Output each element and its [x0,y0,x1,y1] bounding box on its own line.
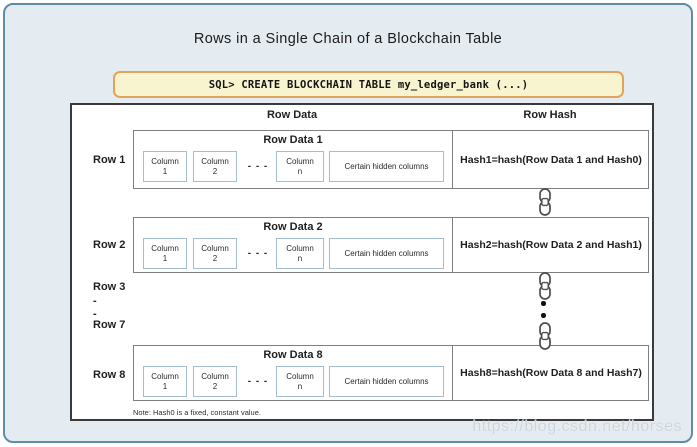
column-1-cell: Column 1 [143,151,187,182]
column-number: n [297,253,303,263]
columns-ellipsis: - - - [247,376,269,387]
chain-link-icon [536,272,554,300]
row-1-label: Row 1 [93,154,126,166]
row-data-header: Row Data [266,109,318,121]
collapsed-rows-dash: - [93,308,97,320]
column-number: 1 [162,166,168,176]
row-7-label: Row 7 [93,319,126,331]
hidden-columns-cell: Certain hidden columns [329,238,444,269]
column-label: Column [151,371,179,381]
column-number: 1 [162,253,168,263]
column-2-cell: Column 2 [193,238,237,269]
blockchain-table-diagram: Row Data Row Hash Row 1 Row 2 Row 3 - - … [70,103,654,421]
column-number: 2 [212,253,218,263]
column-number: n [297,166,303,176]
hidden-columns-cell: Certain hidden columns [329,366,444,397]
column-n-cell: Column n [276,151,324,182]
row-data-title: Row Data 2 [263,221,323,233]
ellipsis-dot [541,313,546,318]
column-label: Column [201,156,229,166]
row-8-label: Row 8 [93,369,126,381]
column-2-cell: Column 2 [193,151,237,182]
column-label: Column [201,371,229,381]
row-data-title: Row Data 8 [263,349,323,361]
ellipsis-dot [541,301,546,306]
row-band-8: Row Data 8 Column 1 Column 2 - - - Colum… [133,345,649,401]
row-2-label: Row 2 [93,239,126,251]
page-title: Rows in a Single Chain of a Blockchain T… [193,31,503,47]
row-hash-value: Hash1=hash(Row Data 1 and Hash0) [460,153,642,166]
column-divider [452,218,453,272]
column-divider [452,131,453,188]
column-number: 2 [212,166,218,176]
column-1-cell: Column 1 [143,238,187,269]
column-label: Column [151,156,179,166]
row-data-title: Row Data 1 [263,134,323,146]
columns-ellipsis: - - - [247,248,269,259]
column-label: Column [286,156,314,166]
sql-command-text: SQL> CREATE BLOCKCHAIN TABLE my_ledger_b… [208,78,529,91]
column-number: 2 [212,381,218,391]
columns-ellipsis: - - - [247,161,269,172]
row-band-1: Row Data 1 Column 1 Column 2 - - - Colum… [133,130,649,189]
row-hash-value: Hash2=hash(Row Data 2 and Hash1) [460,239,642,251]
column-n-cell: Column n [276,238,324,269]
watermark-url: https://blog.csdn.net/horses [472,418,682,435]
column-label: Column [201,243,229,253]
column-label: Column [286,371,314,381]
column-n-cell: Column n [276,366,324,397]
column-divider [452,346,453,400]
hidden-columns-cell: Certain hidden columns [329,151,444,182]
diagram-frame: Rows in a Single Chain of a Blockchain T… [3,3,693,443]
footnote: Note: Hash0 is a fixed, constant value. [133,408,261,417]
column-label: Column [286,243,314,253]
row-band-2: Row Data 2 Column 1 Column 2 - - - Colum… [133,217,649,273]
collapsed-rows-dash: - [93,295,97,307]
column-number: n [297,381,303,391]
column-2-cell: Column 2 [193,366,237,397]
chain-link-icon [536,188,554,216]
column-1-cell: Column 1 [143,366,187,397]
row-3-label: Row 3 [93,281,126,293]
column-number: 1 [162,381,168,391]
row-hash-value: Hash8=hash(Row Data 8 and Hash7) [460,367,642,379]
sql-command-box: SQL> CREATE BLOCKCHAIN TABLE my_ledger_b… [113,71,624,98]
row-hash-header: Row Hash [523,109,577,121]
column-label: Column [151,243,179,253]
chain-link-icon [536,322,554,350]
